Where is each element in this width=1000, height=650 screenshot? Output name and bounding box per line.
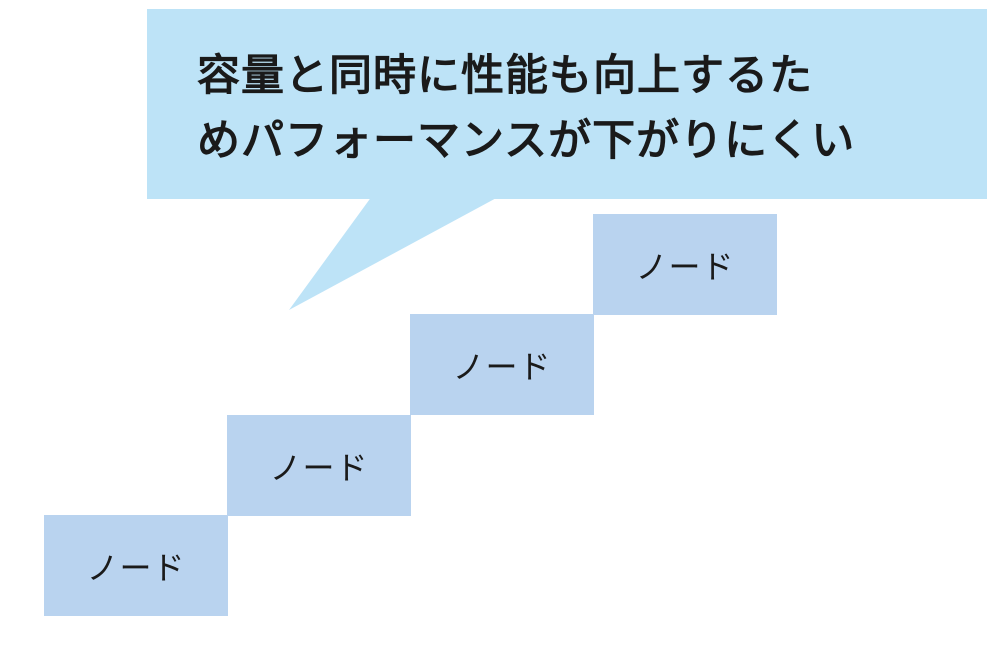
node-label: ノード: [86, 548, 186, 587]
node-label: ノード: [635, 247, 735, 286]
node-label: ノード: [269, 448, 369, 487]
node-box-4: ノード: [593, 214, 777, 315]
callout-text-line-1: 容量と同時に性能も向上するた: [197, 51, 813, 101]
node-box-1: ノード: [44, 515, 228, 616]
callout-bubble: 容量と同時に性能も向上するた めパフォーマンスが下がりにくい: [147, 9, 987, 199]
node-box-3: ノード: [410, 314, 594, 415]
callout-text-line-2: めパフォーマンスが下がりにくい: [197, 116, 856, 166]
node-box-2: ノード: [227, 415, 411, 516]
node-label: ノード: [452, 347, 552, 386]
